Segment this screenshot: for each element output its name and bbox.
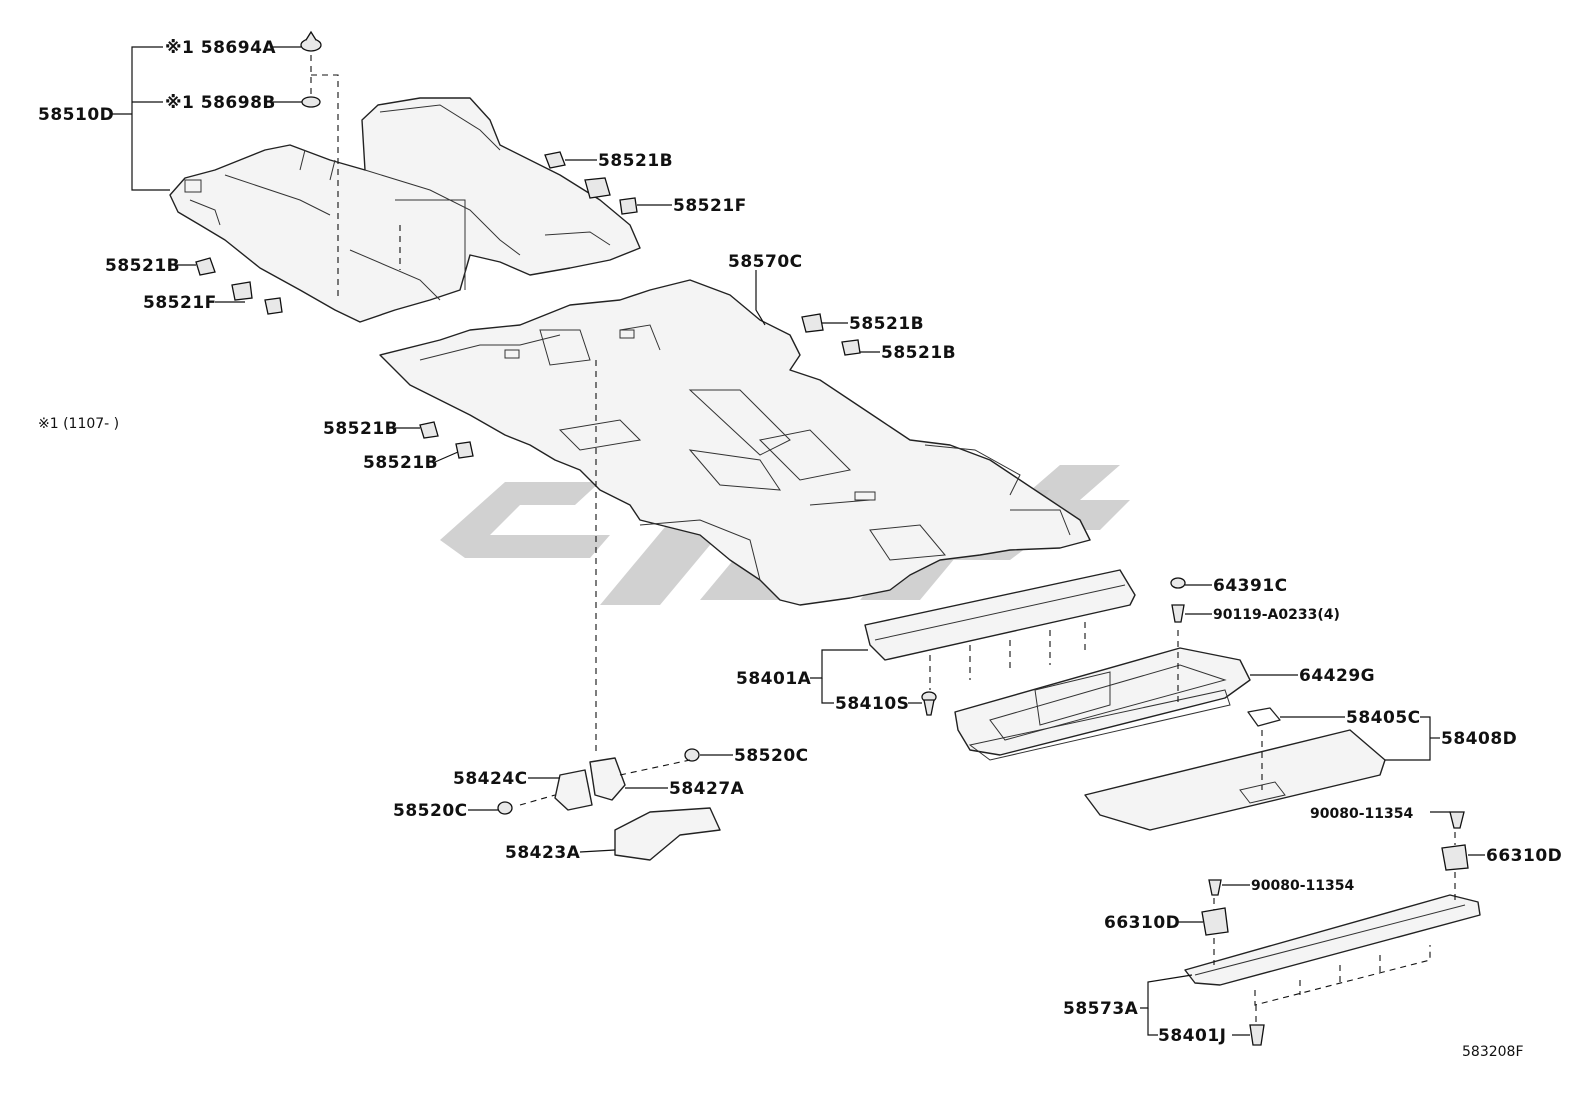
leader-lines [112, 46, 1485, 1036]
assembly-lines [310, 55, 1456, 1025]
label-66310D-b: 66310D [1104, 913, 1180, 933]
label-64429G: 64429G [1299, 666, 1375, 686]
part-labels: ※1 58694A ※1 58698B 58510D 58521B 58521F… [38, 38, 1562, 1060]
label-58521B-f: 58521B [363, 453, 438, 473]
label-58521B-a: 58521B [598, 151, 673, 171]
front-floor-carpet [169, 97, 641, 323]
label-58520C-a: 58520C [734, 746, 809, 766]
label-58510D: 58510D [38, 105, 114, 125]
label-58521B-c: 58521B [849, 314, 924, 334]
label-58401A: 58401A [736, 669, 812, 689]
label-90080-11354-b: 90080-11354 [1251, 878, 1354, 894]
label-58521F-a: 58521F [673, 196, 747, 216]
clips [195, 30, 1469, 1046]
main-floor-carpet [379, 279, 1091, 606]
label-58410S: 58410S [835, 694, 909, 714]
label-58423A: 58423A [505, 843, 581, 863]
label-58521B-d: 58521B [881, 343, 956, 363]
scuff-plate-58573A [1184, 894, 1481, 1006]
note-text: ※1 (1107- ) [38, 416, 119, 432]
label-64391C: 64391C [1213, 576, 1288, 596]
deck-board-58408D [1084, 707, 1386, 831]
deck-board-58401A [864, 569, 1136, 690]
storage-tray-64429G [954, 647, 1251, 761]
label-58521B-b: 58521B [105, 256, 180, 276]
label-58408D: 58408D [1441, 729, 1517, 749]
figure-code: 583208F [1462, 1044, 1524, 1060]
label-58424C: 58424C [453, 769, 528, 789]
label-58570C: 58570C [728, 252, 803, 272]
label-58521F-b: 58521F [143, 293, 217, 313]
label-58698B: ※1 58698B [165, 93, 276, 113]
label-58427A: 58427A [669, 779, 745, 799]
label-58405C: 58405C [1346, 708, 1421, 728]
label-90119-A0233: 90119-A0233(4) [1213, 607, 1340, 623]
label-58401J: 58401J [1158, 1026, 1226, 1046]
label-58573A: 58573A [1063, 999, 1139, 1019]
label-90080-11354-a: 90080-11354 [1310, 806, 1413, 822]
label-58694A: ※1 58694A [165, 38, 276, 58]
label-66310D-a: 66310D [1486, 846, 1562, 866]
label-58520C-b: 58520C [393, 801, 468, 821]
label-58521B-e: 58521B [323, 419, 398, 439]
